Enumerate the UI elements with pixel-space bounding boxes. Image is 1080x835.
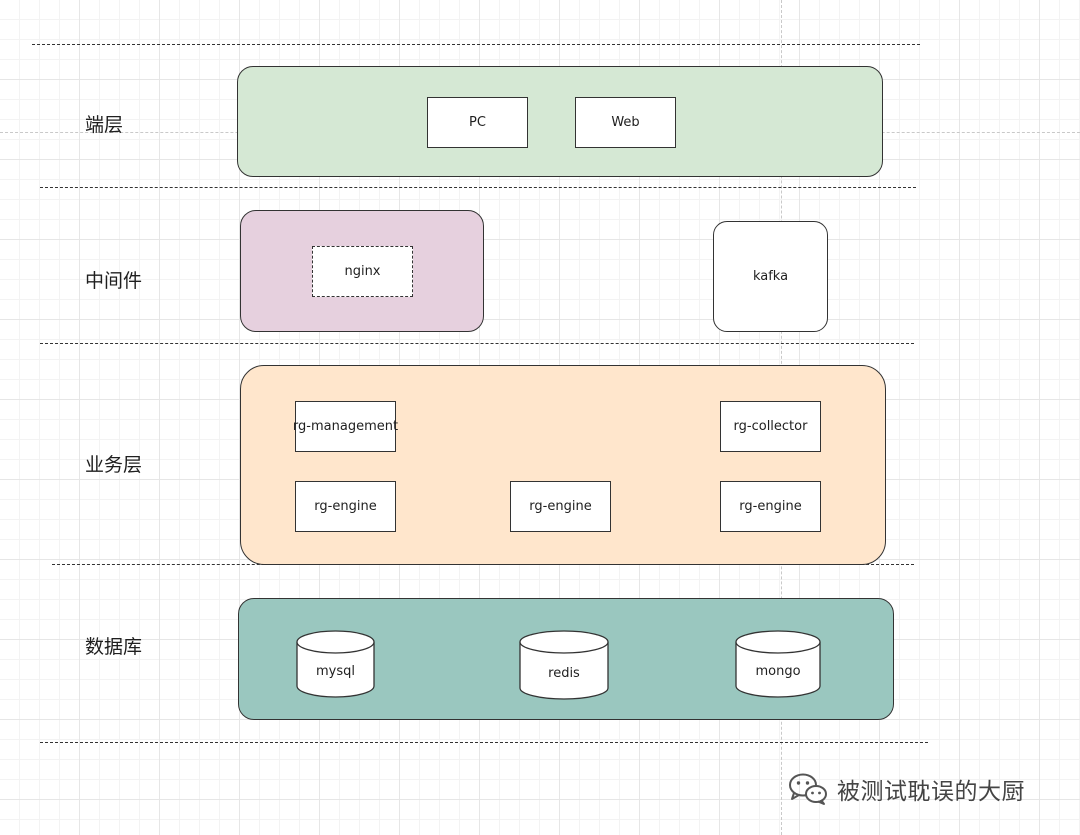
watermark: 被测试耽误的大厨 bbox=[787, 771, 1025, 807]
layer-label-database: 数据库 bbox=[85, 636, 143, 658]
nginx-box: nginx bbox=[312, 246, 413, 297]
rg-engine-box-1: rg-engine bbox=[295, 481, 396, 532]
separator-middleware-business bbox=[40, 343, 914, 344]
database-cylinder-icon bbox=[519, 630, 609, 700]
separator-top bbox=[32, 44, 920, 45]
mysql-label: mysql bbox=[316, 664, 355, 679]
mysql-cylinder: mysql bbox=[296, 630, 375, 698]
redis-label: redis bbox=[548, 666, 580, 681]
separator-client-middleware bbox=[40, 187, 916, 188]
database-layer-container: mysql redis mongo bbox=[238, 598, 894, 720]
client-layer-container: PC Web bbox=[237, 66, 883, 177]
database-cylinder-icon bbox=[296, 630, 375, 698]
database-cylinder-icon bbox=[735, 630, 821, 698]
layer-label-business: 业务层 bbox=[85, 454, 143, 476]
redis-cylinder: redis bbox=[519, 630, 609, 700]
watermark-text: 被测试耽误的大厨 bbox=[837, 779, 1025, 805]
kafka-box: kafka bbox=[713, 221, 828, 332]
client-web-box: Web bbox=[575, 97, 676, 148]
mongo-label: mongo bbox=[755, 664, 801, 679]
rg-engine-box-3: rg-engine bbox=[720, 481, 821, 532]
mongo-cylinder: mongo bbox=[735, 630, 821, 698]
separator-bottom bbox=[40, 742, 928, 743]
wechat-icon bbox=[789, 773, 827, 805]
layer-label-client: 端层 bbox=[85, 114, 124, 136]
rg-management-box: rg-management bbox=[293, 401, 398, 452]
layer-label-middleware: 中间件 bbox=[85, 270, 143, 292]
rg-engine-box-2: rg-engine bbox=[510, 481, 611, 532]
middleware-nginx-container: nginx bbox=[240, 210, 484, 332]
rg-collector-box: rg-collector bbox=[720, 401, 821, 452]
client-pc-box: PC bbox=[427, 97, 528, 148]
business-layer-container: rg-management rg-collector rg-engine rg-… bbox=[240, 365, 886, 565]
